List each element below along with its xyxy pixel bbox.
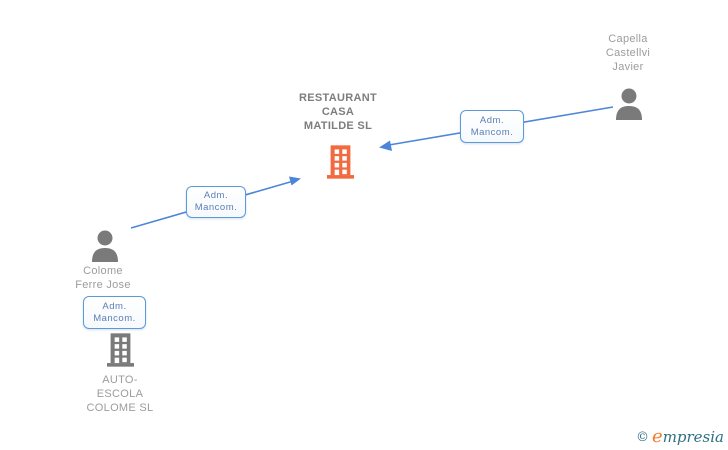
relation-label-adm-mancom-middle: Adm. Mancom. — [186, 186, 246, 218]
relation-label-adm-mancom-right: Adm. Mancom. — [460, 110, 524, 143]
node-label-restaurant-casa-matilde[interactable]: RESTAURANT CASA MATILDE SL — [278, 91, 398, 133]
building-icon-main[interactable] — [327, 145, 354, 184]
node-label-auto-escola-colome[interactable]: AUTO- ESCOLA COLOME SL — [70, 373, 170, 415]
node-label-line: Capella — [608, 33, 648, 45]
node-label-line: COLOME SL — [86, 402, 154, 414]
node-label-line: CASA — [321, 106, 355, 118]
relation-label-text: Adm. Mancom. — [194, 190, 238, 213]
relation-label-text: Adm. Mancom. — [93, 300, 136, 324]
copyright-icon: © — [636, 430, 650, 445]
node-label-capella-castellvi-javier[interactable]: Capella Castellvi Javier — [576, 32, 680, 74]
node-label-line: Castellvi — [605, 47, 651, 59]
logo-text: mpresia — [662, 428, 724, 446]
node-label-line: MATILDE SL — [303, 120, 373, 132]
node-label-colome-ferre-jose[interactable]: Colome Ferre Jose — [53, 264, 153, 292]
empresia-logo[interactable]: ©empresia — [636, 426, 724, 447]
node-label-line: Colome — [83, 265, 123, 277]
node-label-line: AUTO- — [102, 374, 138, 386]
node-label-line: Javier — [612, 61, 644, 73]
logo-first-letter: e — [652, 426, 663, 447]
node-label-line: Ferre Jose — [75, 279, 131, 291]
relation-label-adm-mancom-left: Adm. Mancom. — [83, 296, 146, 329]
node-label-line: RESTAURANT — [299, 92, 377, 104]
relation-label-text: Adm. Mancom. — [470, 114, 514, 138]
person-icon-colome[interactable] — [87, 229, 123, 267]
person-icon-capella[interactable] — [611, 87, 647, 125]
building-icon-auto-escola[interactable] — [107, 333, 134, 372]
node-label-line: ESCOLA — [96, 388, 144, 400]
